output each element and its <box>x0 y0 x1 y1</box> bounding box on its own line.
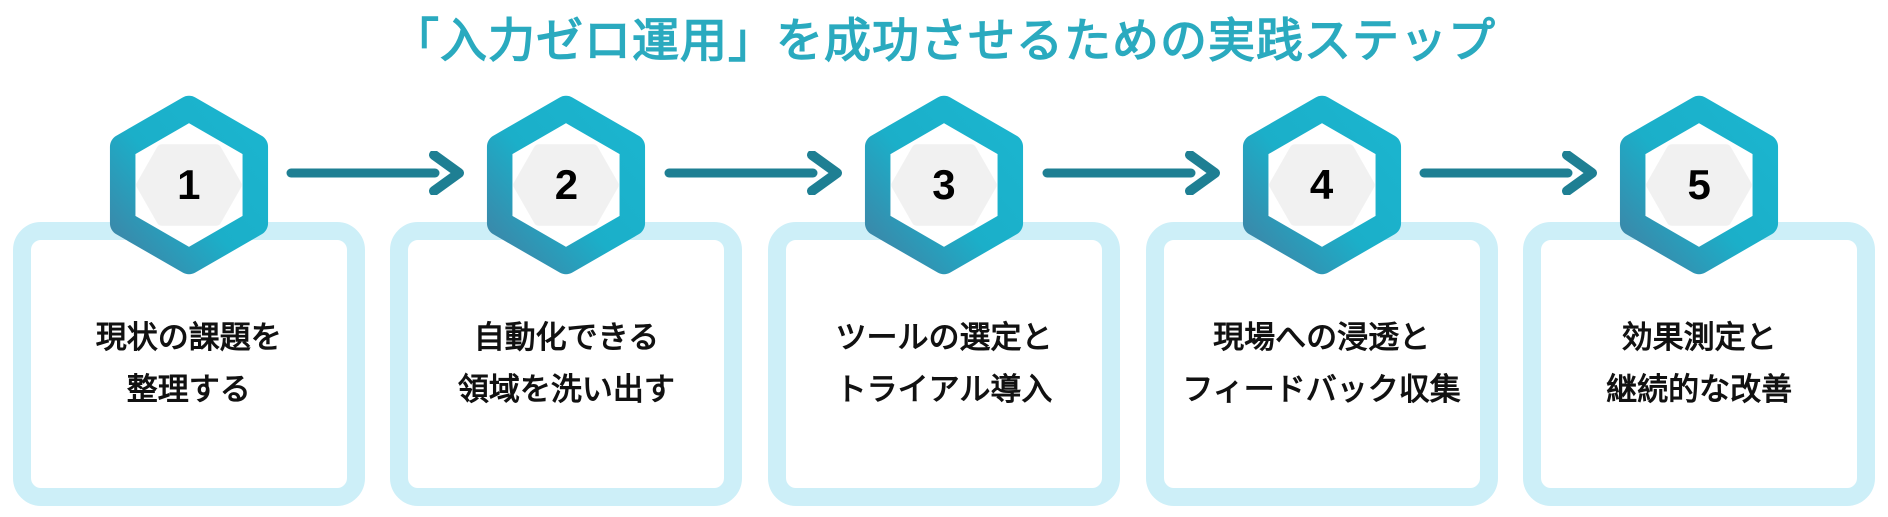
step-number: 5 <box>1687 161 1711 208</box>
step-label-line: ツールの選定と <box>835 320 1053 355</box>
arrow-right-icon <box>285 151 469 195</box>
steps-row: 1 現状の課題を 整理する 2 自動化できる 領域を洗い出す <box>0 93 1888 506</box>
step-column-3: 3 ツールの選定と トライアル導入 <box>755 93 1133 506</box>
arrow-right-icon <box>1041 151 1225 195</box>
page-title: 「入力ゼロ運用」を成功させるための実践ステップ <box>392 14 1496 67</box>
step-3-marker: 3 <box>859 93 1029 277</box>
hexagon-icon <box>864 95 1024 275</box>
hexagon-icon <box>1620 95 1779 275</box>
step-2-marker: 2 <box>481 93 651 277</box>
step-label-line: 自動化できる <box>473 320 660 355</box>
step-card: 現場への浸透と フィードバック収集 <box>1145 222 1498 506</box>
step-label-line: 領域を洗い出す <box>457 372 675 407</box>
step-4-marker: 4 <box>1237 93 1407 277</box>
step-label-line: 現場への浸透と <box>1213 320 1431 355</box>
step-label-line: 継続的な改善 <box>1606 372 1793 407</box>
step-number: 1 <box>177 161 201 208</box>
step-column-1: 1 現状の課題を 整理する <box>0 93 378 506</box>
step-number: 2 <box>554 161 579 208</box>
hexagon-icon <box>1242 95 1401 275</box>
step-column-5: 5 効果測定と 継続的な改善 <box>1510 93 1888 506</box>
arrow-right-icon <box>663 151 847 195</box>
step-column-4: 4 現場への浸透と フィードバック収集 <box>1133 93 1511 506</box>
step-number: 4 <box>1309 161 1334 208</box>
hexagon-icon <box>487 95 646 275</box>
arrow-right-icon <box>1418 151 1602 195</box>
step-label-line: 現状の課題を <box>95 320 282 355</box>
step-label-line: 効果測定と <box>1621 320 1777 355</box>
step-1-marker: 1 <box>104 93 274 277</box>
step-column-2: 2 自動化できる 領域を洗い出す <box>378 93 756 506</box>
step-number: 3 <box>932 161 956 208</box>
step-5-marker: 5 <box>1614 93 1784 277</box>
step-label-line: 整理する <box>126 372 251 407</box>
step-label-line: トライアル導入 <box>835 372 1053 407</box>
hexagon-icon <box>109 95 268 275</box>
step-label-line: フィードバック収集 <box>1182 372 1461 407</box>
